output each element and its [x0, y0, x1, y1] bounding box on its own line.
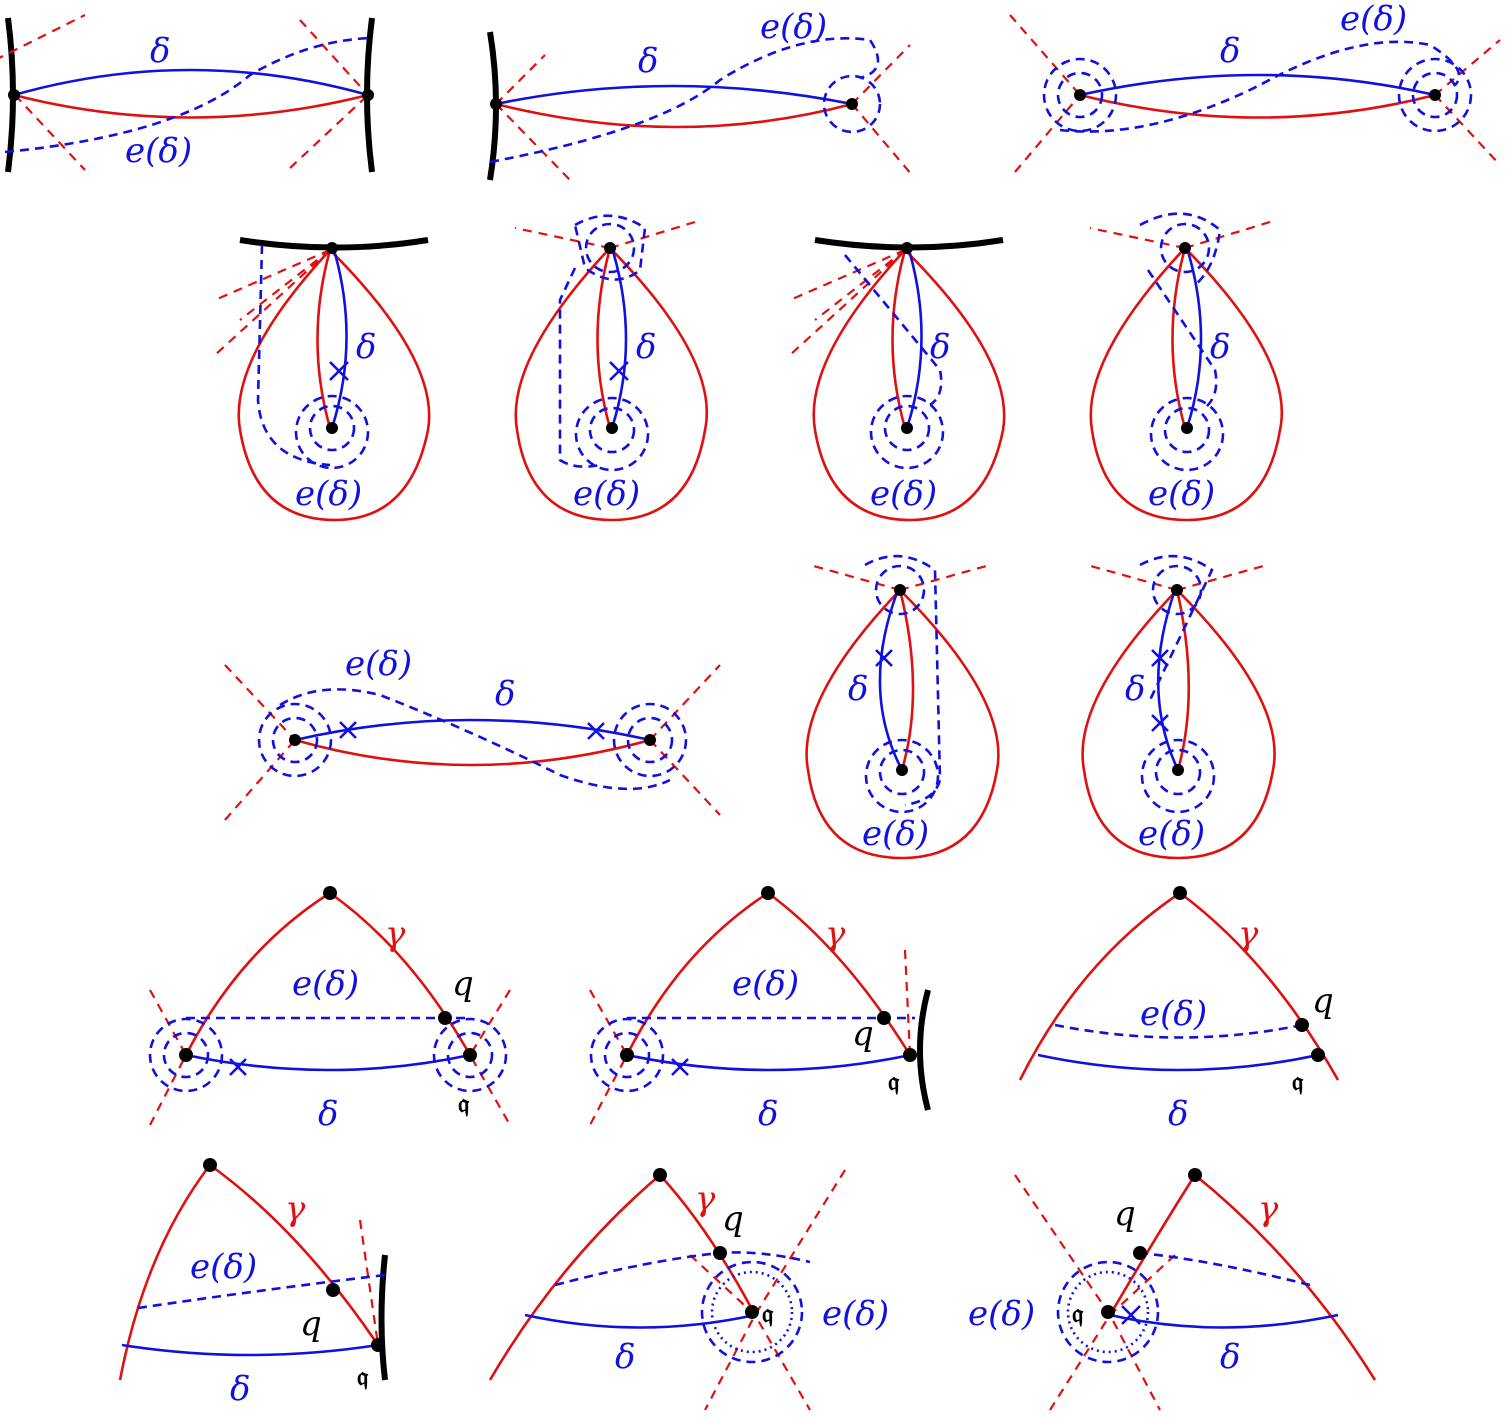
gamma-label: γ	[695, 1179, 716, 1219]
e-delta-label: e(δ)	[1138, 814, 1205, 854]
panel-r3-2: δ e(δ)	[805, 554, 1000, 860]
e-delta-label: e(δ)	[345, 644, 412, 684]
panel-r2-3: δ e(δ)	[789, 237, 1006, 522]
panel-r5-3: γ q 𝔮 e(δ) δ	[968, 1168, 1377, 1411]
frak-q-label: 𝔮	[888, 1067, 900, 1097]
gamma-label: γ	[1238, 914, 1259, 954]
panel-r3-3: δ e(δ)	[1081, 554, 1276, 860]
q-label: q	[452, 964, 474, 1004]
q-label: q	[1312, 981, 1334, 1021]
e-delta-label: e(δ)	[292, 964, 359, 1004]
e-delta-label: e(δ)	[1148, 474, 1215, 514]
gamma-label: γ	[285, 1189, 306, 1229]
delta-label: δ	[1125, 669, 1145, 709]
q-label: q	[852, 1014, 874, 1054]
e-delta-label: e(δ)	[573, 474, 640, 514]
delta-label: δ	[150, 31, 170, 71]
delta-label: δ	[1220, 31, 1240, 71]
panel-r1-3: δ e(δ)	[1009, 0, 1501, 173]
q-label: q	[1114, 1194, 1136, 1234]
panel-r4-3: γ e(δ) q 𝔮 δ	[1018, 886, 1340, 1134]
panel-r4-1: γ e(δ) q 𝔮 δ	[148, 886, 511, 1134]
e-delta-label: e(δ)	[125, 131, 192, 171]
panel-r1-2: δ e(δ)	[487, 7, 913, 181]
e-delta-label: e(δ)	[822, 1294, 889, 1334]
frak-q-label: 𝔮	[357, 1362, 369, 1392]
q-label: q	[722, 1199, 744, 1239]
delta-label: δ	[636, 327, 656, 367]
frak-q-label: 𝔮	[1292, 1067, 1304, 1097]
e-delta-label: e(δ)	[862, 814, 929, 854]
delta-label: δ	[638, 41, 658, 81]
frak-q-label: 𝔮	[762, 1299, 774, 1329]
panel-r1-1: δ e(δ)	[0, 14, 375, 173]
gamma-label: γ	[825, 914, 846, 954]
e-delta-label: e(δ)	[295, 474, 362, 514]
delta-label: δ	[1168, 1094, 1188, 1134]
gamma-label: γ	[385, 914, 406, 954]
panel-r2-1: δ e(δ)	[214, 237, 431, 522]
delta-label: δ	[318, 1094, 338, 1134]
delta-label: δ	[758, 1094, 778, 1134]
frak-q-label: 𝔮	[458, 1089, 470, 1119]
panel-r5-1: γ e(δ) q 𝔮 δ	[118, 1158, 388, 1409]
e-delta-label: e(δ)	[1340, 0, 1407, 39]
delta-label: δ	[1220, 1337, 1240, 1377]
gamma-label: γ	[1258, 1189, 1279, 1229]
delta-label: δ	[615, 1337, 635, 1377]
delta-label: δ	[1210, 327, 1230, 367]
panel-r2-4: δ e(δ)	[1089, 212, 1284, 522]
panel-r4-2: γ e(δ) q 𝔮 δ	[589, 886, 931, 1134]
delta-label: δ	[848, 669, 868, 709]
delta-label: δ	[495, 674, 515, 714]
delta-label: δ	[930, 327, 950, 367]
delta-label: δ	[230, 1369, 250, 1409]
e-delta-label: e(δ)	[968, 1294, 1035, 1334]
e-delta-label: e(δ)	[760, 7, 827, 47]
e-delta-label: e(δ)	[732, 964, 799, 1004]
delta-label: δ	[356, 327, 376, 367]
panel-r5-2: γ q 𝔮 e(δ) δ	[488, 1168, 889, 1411]
e-delta-label: e(δ)	[870, 474, 937, 514]
q-label: q	[300, 1304, 322, 1344]
e-delta-label: e(δ)	[190, 1247, 257, 1287]
frak-q-label: 𝔮	[1072, 1299, 1084, 1329]
e-delta-label: e(δ)	[1140, 994, 1207, 1034]
panel-r3-1: δ e(δ)	[224, 644, 721, 821]
panel-r2-2: δ e(δ)	[514, 214, 709, 522]
